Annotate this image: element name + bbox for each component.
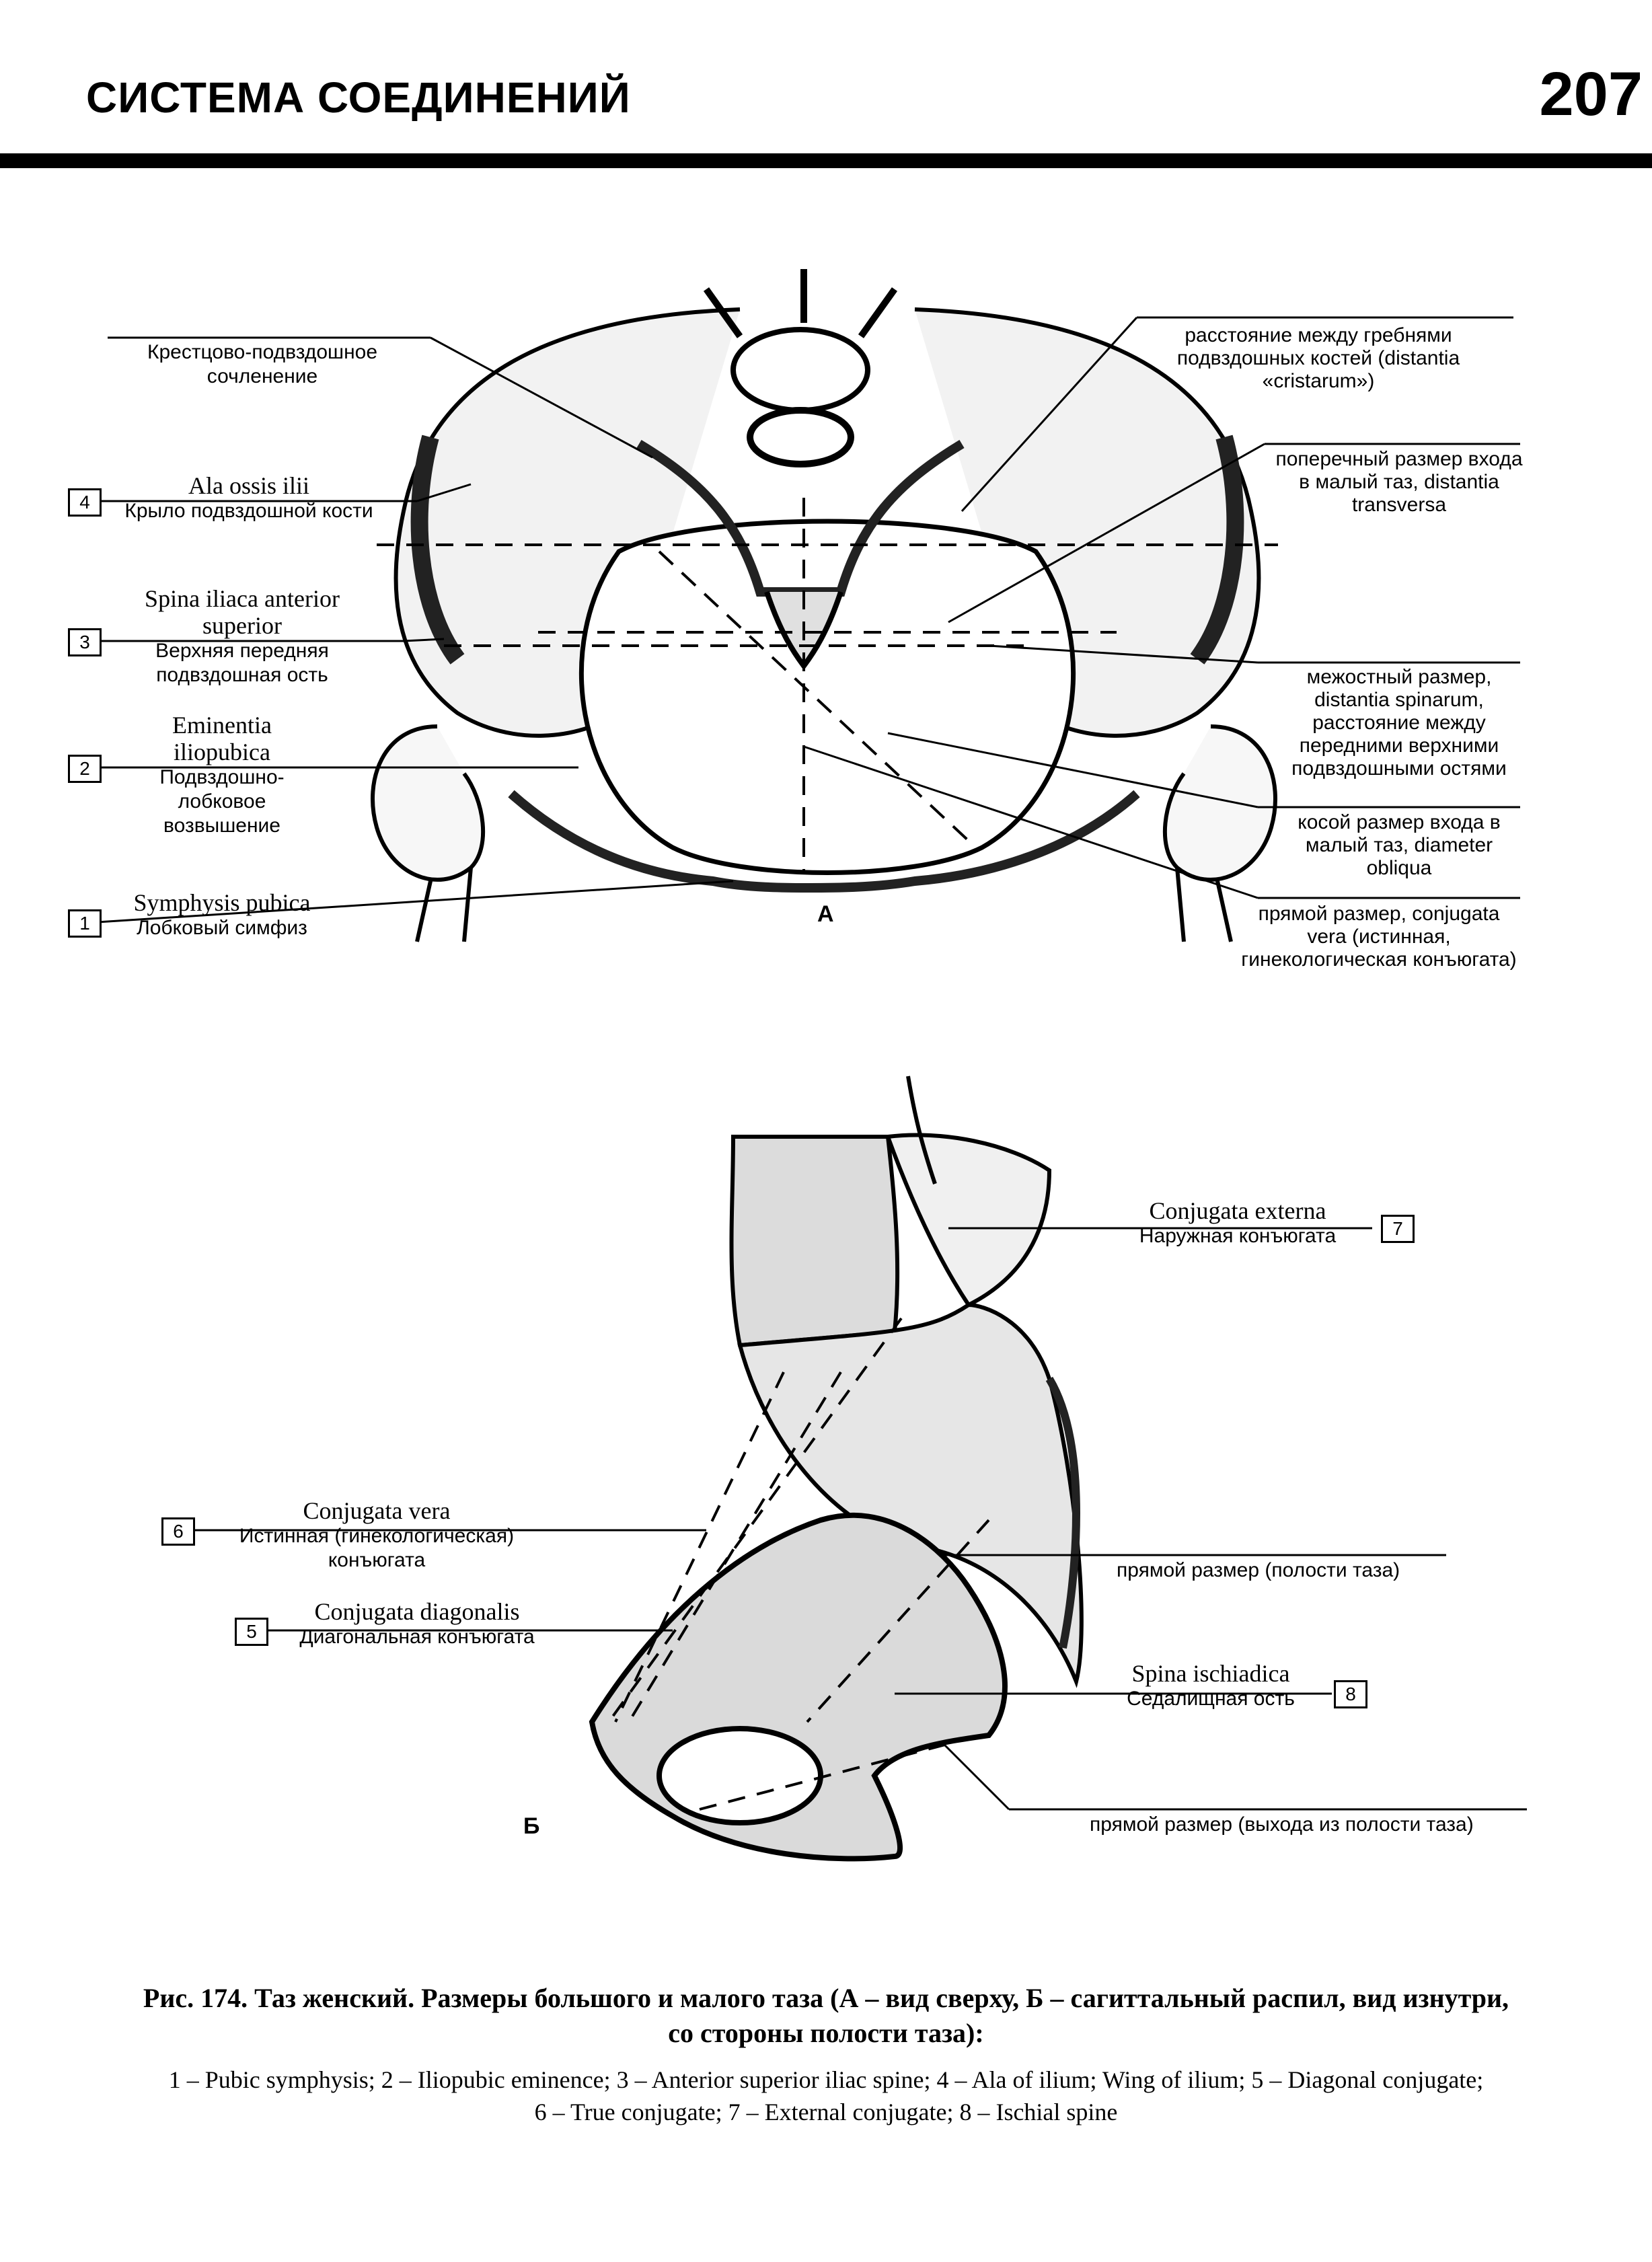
label-conjugata-diagonalis: Conjugata diagonalis Диагональная конъюг…	[299, 1598, 535, 1648]
label-conjugata-externa: Conjugata externa Наружная конъюгата	[1139, 1197, 1337, 1247]
figure-b-section-drawing	[589, 1076, 1084, 1862]
number-box-5: 5	[235, 1618, 268, 1646]
label-outlet-straight-diameter: прямой размер (выхода из полости таза)	[1090, 1813, 1474, 1836]
number-box-3: 3	[68, 628, 102, 656]
label-ala-ossis-ilii: Ala ossis ilii Крыло подвздошной кости	[124, 472, 373, 522]
number-box-2: 2	[68, 755, 102, 783]
label-spina-iliaca-anterior-superior: Spina iliaca anterior superior Верхняя п…	[145, 585, 340, 686]
label-distantia-cristarum: расстояние между гребнями подвздошных ко…	[1176, 324, 1460, 392]
figure-legend: 1 – Pubic symphysis; 2 – Iliopubic emine…	[67, 2064, 1585, 2128]
caption-line-2: со стороны полости таза):	[668, 2018, 984, 2048]
label-cavity-straight-diameter: прямой размер (полости таза)	[1117, 1559, 1400, 1581]
label-sacroiliac-joint: Крестцово-подвздошное сочленение	[147, 341, 378, 387]
panel-b-label: Б	[523, 1813, 540, 1839]
label-spina-ischiadica: Spina ischiadica Седалищная ость	[1127, 1660, 1295, 1710]
label-symphysis-pubica: Symphysis pubica Лобковый симфиз	[133, 889, 311, 939]
label-distantia-transversa: поперечный размер входа в малый таз, dis…	[1275, 448, 1523, 516]
panel-a-label: А	[817, 901, 834, 927]
label-distantia-spinarum: межостный размер, distantia spinarum, ра…	[1291, 666, 1507, 780]
label-conjugata-vera-b: Conjugata vera Истинная (гинекологическа…	[239, 1497, 515, 1571]
number-box-6: 6	[161, 1517, 195, 1546]
figure-caption: Рис. 174. Таз женский. Размеры большого …	[81, 1981, 1571, 2051]
page-number: 207	[1539, 60, 1643, 128]
label-conjugata-vera-a: прямой размер, conjugata vera (истинная,…	[1241, 903, 1517, 971]
header-rule	[0, 153, 1652, 168]
label-eminentia-iliopubica: Eminentia iliopubica Подвздошно-лобковое…	[159, 712, 285, 837]
number-box-1: 1	[68, 909, 102, 938]
figure-b-leaders	[192, 1227, 1527, 1811]
legend-line-1: 1 – Pubic symphysis; 2 – Iliopubic emine…	[168, 2066, 1484, 2093]
number-box-7: 7	[1381, 1215, 1415, 1243]
number-box-4: 4	[68, 488, 102, 517]
number-box-8: 8	[1334, 1680, 1367, 1708]
figure-a-right-leaders	[803, 316, 1520, 899]
running-header-title: СИСТЕМА СОЕДИНЕНИЙ	[86, 73, 631, 122]
figure-a-pelvis-drawing	[371, 269, 1278, 942]
legend-line-2: 6 – True conjugate; 7 – External conjuga…	[534, 2099, 1118, 2125]
figure-a-left-leaders	[97, 336, 734, 923]
caption-line-1: Рис. 174. Таз женский. Размеры большого …	[143, 1983, 1509, 2013]
label-diameter-obliqua: косой размер входа в малый таз, diameter…	[1298, 811, 1501, 879]
